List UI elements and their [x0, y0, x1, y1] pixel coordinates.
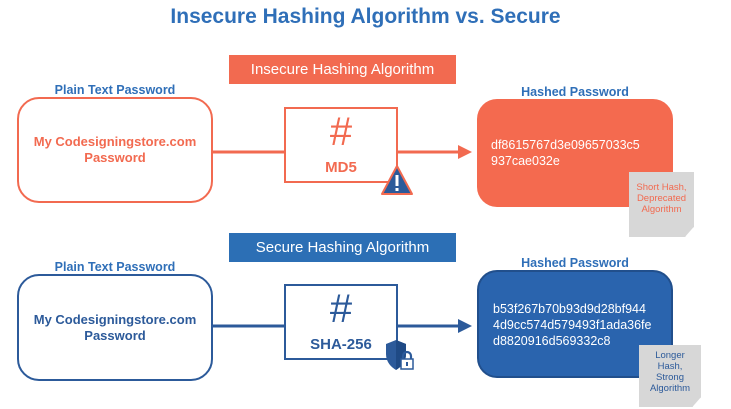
secure-note-line1: Longer [655, 350, 685, 361]
insecure-note-line1: Short Hash, [636, 182, 687, 193]
secure-arrowhead [458, 319, 472, 333]
insecure-plain-line2: Password [84, 150, 146, 165]
secure-algorithm-box: # SHA-256 [284, 284, 398, 360]
insecure-banner: Insecure Hashing Algorithm [229, 55, 456, 84]
insecure-hash-line1: df8615767d3e09657033c5 [491, 138, 640, 152]
secure-hash-line2: 4d9cc574d579493f1ada36fe [493, 318, 652, 332]
secure-hash-line1: b53f267b70b93d9d28bf944 [493, 302, 646, 316]
insecure-note-line3: Algorithm [641, 204, 682, 215]
insecure-hash-line2: 937cae032e [491, 154, 560, 168]
shield-lock-icon [386, 340, 414, 370]
insecure-algorithm-box: # MD5 [284, 107, 398, 183]
secure-note-line4: Algorithm [649, 383, 691, 394]
secure-note-line2: Hash, [657, 361, 683, 372]
insecure-plain-password-box: My Codesigningstore.com Password [17, 97, 213, 203]
secure-plain-line1: My Codesigningstore.com [33, 311, 197, 327]
insecure-hash-icon: # [329, 110, 353, 154]
insecure-plain-label: Plain Text Password [54, 83, 176, 97]
secure-banner: Secure Hashing Algorithm [229, 233, 456, 262]
insecure-output-label: Hashed Password [521, 85, 629, 99]
insecure-plain-line1: My Codesigningstore.com [33, 134, 197, 149]
secure-plain-line2: Password [84, 327, 146, 343]
insecure-arrowhead [458, 145, 472, 159]
insecure-note: Short Hash, Deprecated Algorithm [629, 172, 694, 237]
insecure-algorithm-name: MD5 [325, 159, 357, 176]
page-title: Insecure Hashing Algorithm vs. Secure [170, 5, 561, 28]
secure-plain-label: Plain Text Password [54, 260, 176, 274]
secure-note-line3: Strong [656, 372, 684, 383]
insecure-note-line2: Deprecated [636, 193, 687, 204]
secure-hash-line3: d8820916d569332c8 [493, 334, 611, 348]
warning-triangle-icon [381, 165, 413, 195]
secure-note: Longer Hash, Strong Algorithm [639, 345, 701, 407]
secure-output-label: Hashed Password [521, 256, 629, 270]
secure-hash-icon: # [329, 287, 353, 331]
secure-plain-password-box: My Codesigningstore.com Password [17, 274, 213, 381]
secure-algorithm-name: SHA-256 [310, 336, 372, 353]
